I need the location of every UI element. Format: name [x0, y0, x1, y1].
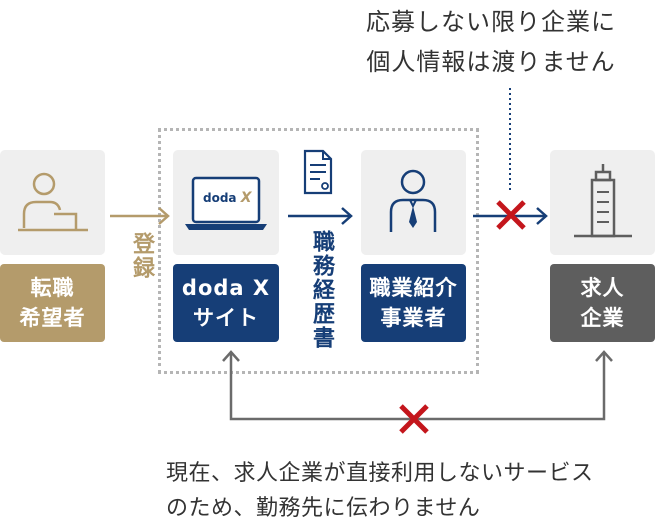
- doda-logo-mark: X: [240, 190, 252, 206]
- blocked-x-icon-top: [496, 200, 526, 230]
- privacy-note-line-2: 個人情報は渡りません: [366, 48, 616, 76]
- resume-arrow: [288, 207, 353, 225]
- company-label: 求人 企業: [550, 264, 655, 342]
- privacy-note-bottom: 現在、求人企業が直接利用しないサービス のため、勤務先に伝わりません: [166, 456, 660, 526]
- company-icon-box: [550, 150, 655, 255]
- doda-x-label: doda X サイト: [173, 264, 279, 342]
- building-icon: [574, 164, 632, 238]
- laptop-icon: [185, 176, 267, 230]
- resume-label: 職務経歴書: [309, 230, 334, 350]
- privacy-note-top: 応募しない限り企業に 個人情報は渡りません: [322, 2, 660, 82]
- job-seeker-icon-box: [0, 150, 105, 255]
- job-seeker-label: 転職 希望者: [0, 264, 105, 342]
- doda-x-logo: doda X: [203, 190, 252, 206]
- company-doda-connector: [222, 350, 613, 421]
- job-seeker-label-line-2: 希望者: [19, 306, 86, 330]
- doda-x-label-line-1: doda X: [181, 276, 271, 300]
- doda-x-label-line-2: サイト: [193, 306, 259, 330]
- privacy-note-bottom-line-2: のため、勤務先に伝わりません: [166, 496, 481, 521]
- doda-logo-text: doda: [203, 191, 237, 205]
- person-at-desk-icon: [18, 172, 88, 232]
- doda-x-icon-box: doda X: [173, 150, 279, 255]
- businessman-icon: [389, 169, 437, 232]
- company-label-line-1: 求人: [580, 276, 625, 300]
- blocked-x-icon-bottom: [399, 404, 429, 434]
- agency-label-line-1: 職業紹介: [369, 276, 458, 300]
- registration-label: 登録: [129, 232, 154, 280]
- privacy-note-bottom-line-1: 現在、求人企業が直接利用しないサービス: [166, 461, 594, 486]
- agency-label-line-2: 事業者: [380, 306, 447, 330]
- agency-icon-box: [361, 150, 466, 255]
- document-icon: [303, 149, 333, 195]
- service-group-frame: [158, 128, 479, 374]
- registration-arrow: [110, 207, 170, 225]
- privacy-note-line-1: 応募しない限り企業に: [366, 8, 616, 36]
- job-seeker-label-line-1: 転職: [30, 276, 75, 300]
- company-label-line-2: 企業: [580, 306, 625, 330]
- agency-label: 職業紹介 事業者: [361, 264, 466, 342]
